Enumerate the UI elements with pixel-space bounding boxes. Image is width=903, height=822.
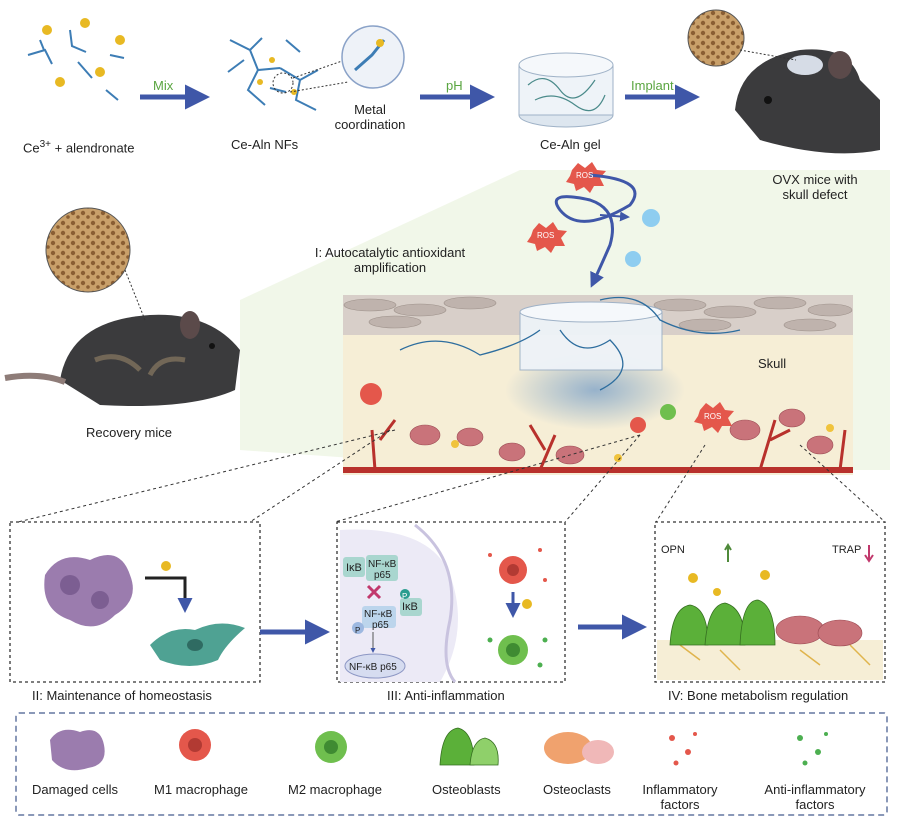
legend-inflammatory-factors-icon — [669, 732, 697, 766]
metal-coordination-label: Metal coordination — [334, 102, 406, 132]
ovx-mouse-icon — [687, 9, 880, 154]
legend — [15, 712, 888, 816]
p65-label-1: p65 — [374, 570, 391, 581]
ros-burst-icon — [527, 162, 606, 253]
ikb-label-2: IκB — [402, 601, 418, 613]
p-label-1: P — [355, 626, 361, 635]
ovx-mice-label: OVX mice with skull defect — [772, 172, 858, 202]
legend-m1-macrophage-icon — [179, 729, 211, 761]
panel-anti-inflammation — [336, 521, 566, 683]
trap-label: TRAP — [832, 544, 862, 556]
ros-label-1: ROS — [576, 171, 594, 180]
step2-label: II: Maintenance of homeostasis — [32, 688, 212, 703]
p65-label-2: p65 — [372, 620, 389, 631]
legend-damaged-cells-icon — [50, 729, 105, 771]
step1-label: I: Autocatalytic antioxidant amplificati… — [314, 245, 466, 275]
implant-label: Implant — [631, 78, 674, 93]
step3-label: III: Anti-inflammation — [387, 688, 505, 703]
ros-label-2: ROS — [537, 231, 555, 240]
spiral-arrow — [554, 173, 637, 288]
legend-osteoblasts-label: Osteoblasts — [432, 782, 501, 797]
ce-alendronate-icon — [27, 18, 125, 101]
ph-label: pH — [446, 78, 463, 93]
ce-aln-nfs-icon — [227, 25, 405, 111]
gel-icon — [518, 52, 614, 128]
recovery-mice-label: Recovery mice — [86, 425, 172, 440]
skull-tissue — [343, 295, 853, 475]
legend-osteoclasts-icon — [544, 732, 614, 764]
legend-m2-label: M2 macrophage — [288, 782, 382, 797]
legend-osteoblasts-icon — [439, 727, 499, 766]
mix-label: Mix — [153, 78, 174, 93]
panel-homeostasis — [9, 521, 261, 683]
homeostasis-arrow — [145, 576, 193, 613]
legend-inflammatory-label: Inflammatory factors — [642, 782, 718, 812]
legend-anti-inflammatory-label: Anti-inflammatory factors — [764, 782, 866, 812]
opn-label: OPN — [661, 544, 685, 556]
ikb-label-1: IκB — [346, 562, 362, 574]
step4-label: IV: Bone metabolism regulation — [668, 688, 849, 703]
recovery-mouse-icon — [4, 207, 240, 406]
ce-aln-nfs-label: Ce-Aln NFs — [231, 137, 299, 152]
legend-m2-macrophage-icon — [315, 731, 347, 763]
ce-aln-gel-label: Ce-Aln gel — [540, 137, 601, 152]
legend-m1-label: M1 macrophage — [154, 782, 248, 797]
ros-label-3: ROS — [704, 412, 722, 421]
p-label-2: P — [402, 592, 408, 601]
legend-damaged-cells-label: Damaged cells — [32, 782, 118, 797]
nfkb-label-2: NF-κB — [364, 609, 393, 620]
ce-alendronate-label: Ce3+ + alendronate — [23, 139, 135, 156]
skull-label: Skull — [758, 356, 787, 371]
legend-anti-inflammatory-factors-icon — [797, 732, 828, 766]
nfkb-label-1: NF-κB — [368, 559, 397, 570]
damaged-cells-icon — [44, 555, 133, 627]
nfkb-p65-label: NF-κB p65 — [349, 662, 397, 673]
panel-bone-metabolism — [654, 521, 886, 683]
legend-osteoclasts-label: Osteoclasts — [543, 782, 611, 797]
